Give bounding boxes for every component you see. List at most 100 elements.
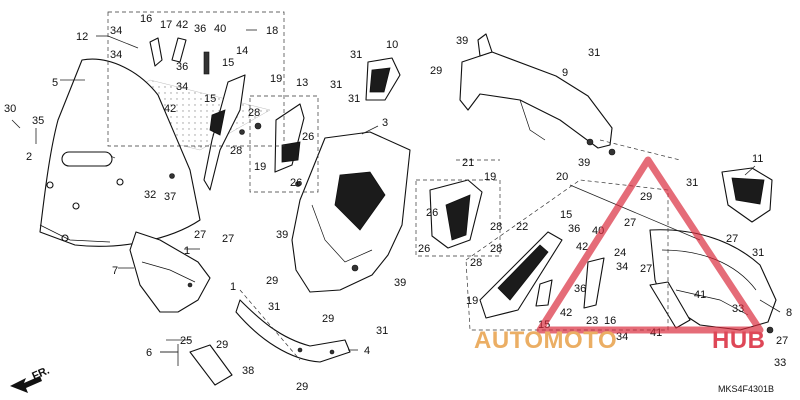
callout-34b: 34	[110, 49, 122, 61]
callout-39c: 39	[276, 229, 288, 241]
mount-plate-part	[429, 179, 483, 249]
callout-26c: 26	[426, 207, 438, 219]
callout-41: 41	[694, 289, 706, 301]
callout-labels: 12 34 16 17 42 36 40 18 34 14 15 36 5 34…	[4, 13, 792, 393]
tube-frame-part	[649, 229, 777, 334]
callout-29: 29	[430, 65, 442, 77]
callout-39b: 39	[578, 157, 590, 169]
callout-28e: 28	[470, 257, 482, 269]
callout-27f: 27	[222, 233, 234, 245]
callout-19d: 19	[466, 295, 478, 307]
callout-42c: 42	[576, 241, 588, 253]
watermark: AUTOMOTO HUB	[474, 156, 766, 354]
callout-39d: 39	[394, 277, 406, 289]
callout-15: 15	[222, 57, 234, 69]
windscreen-part	[39, 58, 201, 247]
callout-34e: 34	[616, 331, 628, 343]
callout-19b: 19	[254, 161, 266, 173]
callout-4: 4	[364, 345, 370, 357]
watermark-text-accent: HUB	[712, 327, 766, 354]
callout-29b: 29	[640, 191, 652, 203]
callout-3: 3	[382, 117, 388, 129]
watermark-triangle	[536, 156, 764, 334]
callout-20: 20	[556, 171, 568, 183]
upper-frame-part	[459, 33, 616, 156]
mirror-stay-part	[149, 37, 246, 191]
callout-31b: 31	[330, 79, 342, 91]
inner-bracket-part	[254, 103, 305, 187]
callout-42d: 42	[560, 307, 572, 319]
callout-19: 19	[270, 73, 282, 85]
callout-31e: 31	[686, 177, 698, 189]
hose-bracket-part	[649, 281, 691, 329]
callout-42: 42	[176, 19, 188, 31]
callout-31d: 31	[588, 47, 600, 59]
leader-lines	[11, 29, 781, 351]
callout-31h: 31	[376, 325, 388, 337]
callout-37: 37	[164, 191, 176, 203]
duct-part	[189, 344, 233, 386]
callout-13: 13	[296, 77, 308, 89]
callout-21: 21	[462, 157, 474, 169]
callout-42b: 42	[164, 103, 176, 115]
callout-28: 28	[230, 145, 242, 157]
dashed-groupings	[107, 11, 681, 361]
callout-29e: 29	[216, 339, 228, 351]
callout-12: 12	[76, 31, 88, 43]
callout-36: 36	[194, 23, 206, 35]
callout-40: 40	[214, 23, 226, 35]
callout-14: 14	[236, 45, 248, 57]
side-bracket-part	[479, 231, 605, 319]
callout-27d: 27	[776, 335, 788, 347]
callout-27: 27	[624, 217, 636, 229]
side-cover-part	[365, 57, 401, 101]
callout-7: 7	[112, 265, 118, 277]
front-cowl-part	[291, 131, 411, 293]
callout-31c: 31	[348, 93, 360, 105]
callout-16: 16	[140, 13, 152, 25]
callout-19c: 19	[484, 171, 496, 183]
callout-34d: 34	[616, 261, 628, 273]
callout-26: 26	[302, 131, 314, 143]
watermark-text-main: AUTOMOTO	[474, 327, 617, 354]
callout-8: 8	[786, 307, 792, 319]
callout-30: 30	[4, 103, 16, 115]
callout-36c: 36	[568, 223, 580, 235]
callout-25: 25	[180, 335, 192, 347]
callout-27c: 27	[640, 263, 652, 275]
callout-31g: 31	[268, 301, 280, 313]
callout-22: 22	[516, 221, 528, 233]
callout-29d: 29	[322, 313, 334, 325]
callout-28d: 28	[490, 243, 502, 255]
callout-28b: 28	[248, 107, 260, 119]
callout-33b: 33	[774, 357, 786, 369]
callout-17: 17	[160, 19, 172, 31]
callout-36d: 36	[574, 283, 586, 295]
callout-34c: 34	[176, 81, 188, 93]
callout-16b: 16	[604, 315, 616, 327]
callout-24: 24	[614, 247, 626, 259]
callout-1b: 1	[230, 281, 236, 293]
callout-34: 34	[110, 25, 122, 37]
callout-35: 35	[32, 115, 44, 127]
callout-15b: 15	[204, 93, 216, 105]
callout-29f: 29	[296, 381, 308, 393]
callout-23: 23	[586, 315, 598, 327]
lower-cover-part	[129, 231, 211, 313]
callout-32: 32	[144, 189, 156, 201]
callout-9: 9	[562, 67, 568, 79]
callout-26d: 26	[418, 243, 430, 255]
callout-18: 18	[266, 25, 278, 37]
callout-39: 39	[456, 35, 468, 47]
callout-26b: 26	[290, 177, 302, 189]
callout-1: 1	[184, 245, 190, 257]
callout-6: 6	[146, 347, 152, 359]
callout-5: 5	[52, 77, 58, 89]
callout-15c: 15	[560, 209, 572, 221]
callout-27e: 27	[194, 229, 206, 241]
callout-10: 10	[386, 39, 398, 51]
reference-code: MKS4F4301B	[718, 384, 774, 394]
callout-31: 31	[350, 49, 362, 61]
